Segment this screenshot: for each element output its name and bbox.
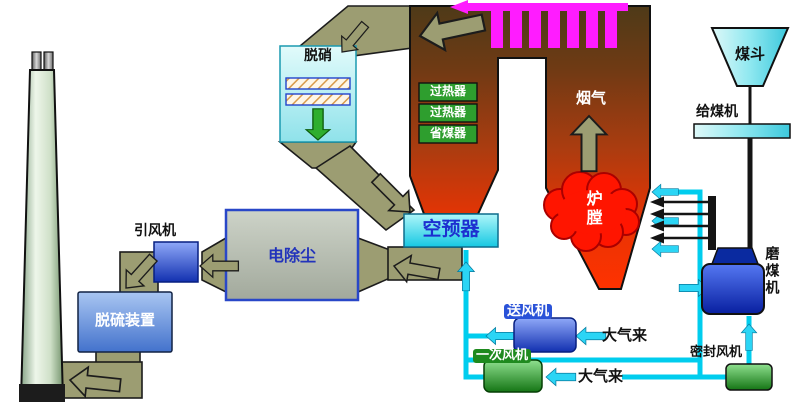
scr-catalyst-layer-2 [285,93,351,106]
chimney-stack-left [31,51,42,71]
aph-air-riser [463,250,486,380]
superheater-upper-box [418,82,478,102]
tube-bank [450,0,628,48]
fgd-label: 脱硫装置 [94,311,155,329]
chimney-stack-right [43,51,54,71]
fd-fan-unit [513,317,577,353]
coal-pipe-riser [708,196,716,250]
esp-label: 电除尘 [267,246,316,265]
coal-mill-body [701,263,765,315]
steam-arrow-shaft [468,3,628,11]
superheater-lower-label: 过热器 [429,105,466,119]
economizer-label: 省煤器 [429,126,466,140]
furnace-flame-cloud [543,171,640,252]
economizer-box [418,124,478,144]
pa-fan-unit [483,359,543,393]
chimney-base [19,384,65,402]
atmosphere-in-label-2: 大气来 [578,367,624,385]
seal-air-line [622,360,728,380]
id-fan-unit [153,241,199,283]
steam-arrow-head [450,0,468,14]
coal-feeder-label: 给煤机 [696,104,738,120]
air-preheater-label: 空预器 [422,218,480,240]
coal-hopper-shape [710,27,790,87]
superheater-upper-label: 过热器 [429,84,466,98]
atmosphere-in-label-1: 大气来 [602,326,648,344]
flue-gas-label: 烟气 [576,89,607,107]
seal-fan-label: 密封风机 [690,345,743,360]
scr-label: 脱硝 [304,48,332,64]
chimney-body [19,69,65,401]
seal-fan-unit [725,363,773,391]
coal-mill-label: 磨煤机 [763,246,780,297]
pa-fan-label: 一次风机 [473,348,532,364]
id-fan-label: 引风机 [134,223,176,239]
chimney [19,51,65,402]
fgd-unit [77,291,173,353]
coal-pipes [662,200,712,240]
coal-hopper-label: 煤斗 [734,45,765,63]
air-preheater-unit [403,213,499,248]
esp-outlet-trapezoid [357,236,391,294]
mill-neck [710,247,760,265]
coal-system [650,27,791,315]
furnace-label: 炉膛 [583,190,603,228]
fd-fan-label: 送风机 [504,303,552,320]
esp-unit [224,208,360,302]
scr-catalyst-layer-1 [285,77,351,90]
backpass-heaters [418,82,478,144]
coal-feeder-bar [693,123,791,139]
superheater-lower-box [418,103,478,123]
